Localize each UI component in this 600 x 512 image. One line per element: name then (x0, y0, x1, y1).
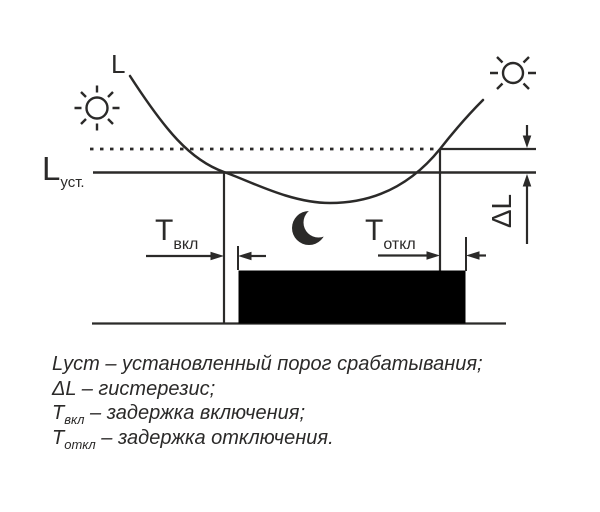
legend-item: Lуст – установленный порог срабатывания; (52, 352, 483, 377)
legend-definition: – задержка включения; (84, 402, 306, 424)
threshold-label: Lуст. (42, 150, 85, 191)
t-on-arrowhead-right-icon (210, 251, 224, 261)
sun-rays (490, 56, 536, 90)
threshold-label-sub: уст. (60, 174, 84, 191)
t-off-arrowhead-right-icon (426, 251, 440, 260)
curve-label: L (111, 49, 125, 79)
legend-term-sub: откл (64, 436, 96, 452)
hysteresis-dimension-arrows (522, 125, 532, 244)
dl-arrowhead-down-icon (522, 135, 532, 148)
t-off-label: Tоткл (365, 214, 416, 253)
t-on-label-base: T (155, 214, 173, 247)
legend-term: T (52, 426, 65, 449)
legend-term: T (52, 402, 65, 424)
threshold-label-base: L (42, 150, 60, 187)
legend-item: Tвкл – задержка включения; (52, 401, 483, 426)
sun-icon (490, 56, 536, 90)
legend-definition: – задержка отключения. (95, 426, 334, 449)
light-level-curve (128, 74, 485, 205)
t-off-arrowhead-left-icon (466, 251, 480, 260)
sun-disc (501, 61, 525, 85)
hysteresis-label: ΔL (486, 194, 517, 228)
t-on-label: Tвкл (155, 214, 198, 253)
output-on-bar (238, 270, 466, 324)
t-off-dimension-arrows (378, 251, 486, 260)
legend-definition: – гистерезис; (76, 377, 216, 400)
t-on-dimension-arrows (146, 251, 266, 261)
legend-item: ΔL – гистерезис; (52, 377, 483, 402)
t-on-arrowhead-left-icon (238, 251, 252, 261)
legend: Lуст – установленный порог срабатывания;… (52, 352, 483, 451)
moon-icon (292, 207, 334, 245)
dl-arrowhead-up-icon (522, 174, 532, 187)
legend-term: ΔL (52, 377, 77, 400)
legend-term: Lуст (52, 353, 100, 375)
sun-rays (74, 85, 120, 131)
moon-cutout (303, 207, 334, 238)
legend-item: Tоткл – задержка отключения. (52, 426, 483, 451)
legend-definition: – установленный порог срабатывания; (99, 353, 483, 375)
sun-icon (74, 85, 120, 131)
t-off-label-base: T (365, 214, 383, 247)
t-off-label-sub: откл (383, 236, 415, 253)
t-on-label-sub: вкл (173, 236, 198, 253)
legend-term-sub: вкл (64, 412, 85, 427)
sun-disc (85, 96, 109, 120)
